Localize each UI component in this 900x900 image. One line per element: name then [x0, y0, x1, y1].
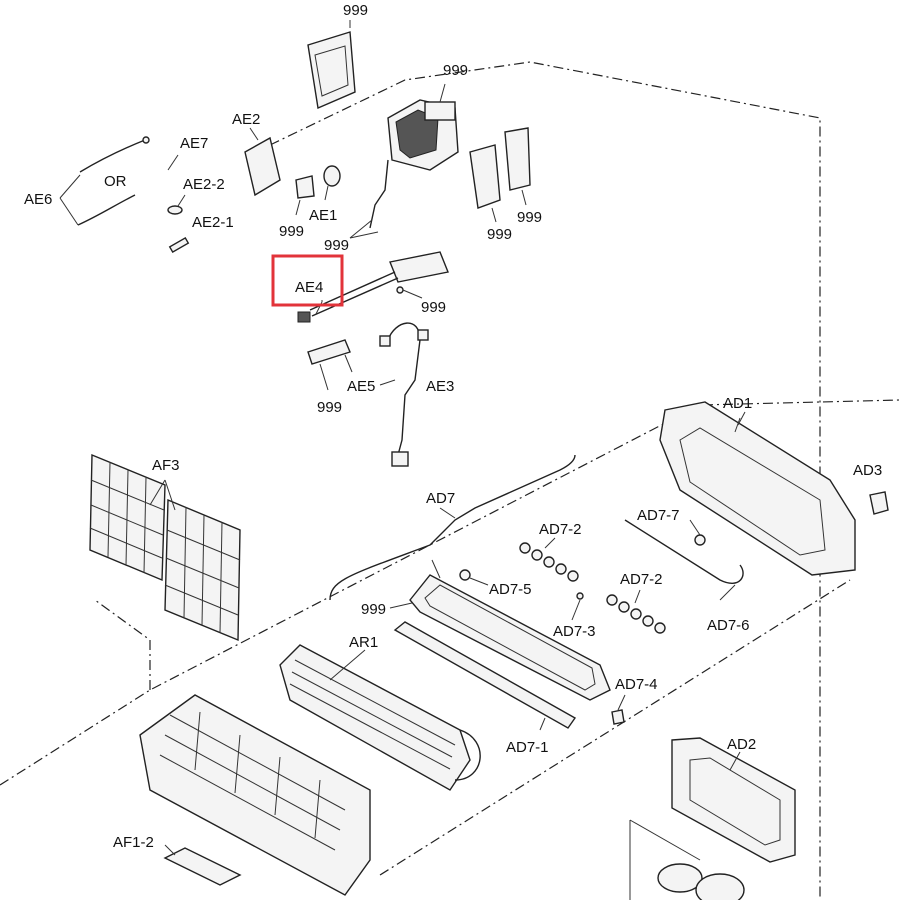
label-ad7-5: AD7-5: [489, 581, 532, 598]
ad3-part: [869, 491, 889, 515]
front-panel-part: [139, 694, 371, 896]
label-ae5: AE5: [347, 378, 375, 395]
pcb-cover-a-part: [469, 144, 501, 223]
ar1-fan-part: [279, 644, 481, 791]
label-ae2-2: AE2-2: [183, 176, 225, 193]
label-ad7-1: AD7-1: [506, 739, 549, 756]
labels: 999 999 AE2 AE7 OR AE6 AE2-2 AE2-1 999 A…: [24, 2, 882, 851]
electrical-box-part: [387, 83, 459, 171]
pcb-cover-b-part: [504, 127, 531, 206]
label-ae2: AE2: [232, 111, 260, 128]
wire-harness-999-part: [349, 159, 389, 239]
label-ad7: AD7: [426, 490, 455, 507]
af3-filters-part: [89, 453, 241, 642]
ad7-6-pipe-part: [624, 519, 744, 601]
label-ad7-3: AD7-3: [553, 623, 596, 640]
label-af3: AF3: [152, 457, 180, 474]
label-pcb-999a: 999: [487, 226, 512, 243]
label-top-999: 999: [343, 2, 368, 19]
label-ad3: AD3: [853, 462, 882, 479]
label-ae7: AE7: [180, 135, 208, 152]
ae3-harness-part: [379, 322, 429, 467]
label-ae3: AE3: [426, 378, 454, 395]
label-ae6: AE6: [24, 191, 52, 208]
label-pcb-999b: 999: [517, 209, 542, 226]
label-ad7-6: AD7-6: [707, 617, 750, 634]
label-bar-999: 999: [421, 299, 446, 316]
ae4-highlight-box: [271, 254, 344, 307]
ad7-1-louver-part: [393, 621, 577, 731]
ae4-assembly-part: [297, 251, 449, 323]
display-cover-part: [307, 20, 356, 110]
label-assy-999: 999: [443, 62, 468, 79]
ad7-2-louvers-b-part: [606, 594, 666, 634]
ae1-part: [323, 165, 341, 201]
ae7-sensor-part: [59, 136, 179, 226]
label-ar1: AR1: [349, 634, 378, 651]
label-ad1: AD1: [723, 395, 752, 412]
label-sw-999: 999: [317, 399, 342, 416]
label-ad7-2a: AD7-2: [539, 521, 582, 538]
label-cover-999: 999: [279, 223, 304, 240]
ae2-2-part: [167, 194, 186, 215]
ad1-chassis-part: [659, 401, 856, 576]
label-ad7-7: AD7-7: [637, 507, 680, 524]
label-or: OR: [104, 173, 127, 190]
ad7-4-part: [611, 709, 625, 725]
label-frame-999: 999: [361, 601, 386, 618]
ad2-backplate-part: [671, 737, 796, 863]
label-wire-999: 999: [324, 237, 349, 254]
ad7-5-part: [459, 569, 489, 586]
ad7-frame-part: [389, 559, 611, 701]
ae2-1-part: [168, 236, 190, 254]
af1-2-part: [163, 847, 242, 886]
ae5-switch-part: [307, 339, 353, 391]
label-ae4: AE4: [295, 279, 323, 296]
ad7-2-louvers-a-part: [519, 542, 579, 582]
label-af1-2: AF1-2: [113, 834, 154, 851]
label-ae1: AE1: [309, 207, 337, 224]
leader-lines: [164, 300, 746, 856]
label-ad2: AD2: [727, 736, 756, 753]
fan-motor-part: [629, 819, 745, 900]
label-ae2-1: AE2-1: [192, 214, 234, 231]
small-cover-999-part: [295, 175, 315, 216]
label-ad7-4: AD7-4: [615, 676, 658, 693]
ad7-3-part: [576, 592, 584, 600]
ad7-7-screw-part: [694, 534, 706, 546]
ae2-plate-part: [244, 127, 281, 197]
label-ad7-2b: AD7-2: [620, 571, 663, 588]
ad7-bracket-line: [329, 454, 576, 601]
